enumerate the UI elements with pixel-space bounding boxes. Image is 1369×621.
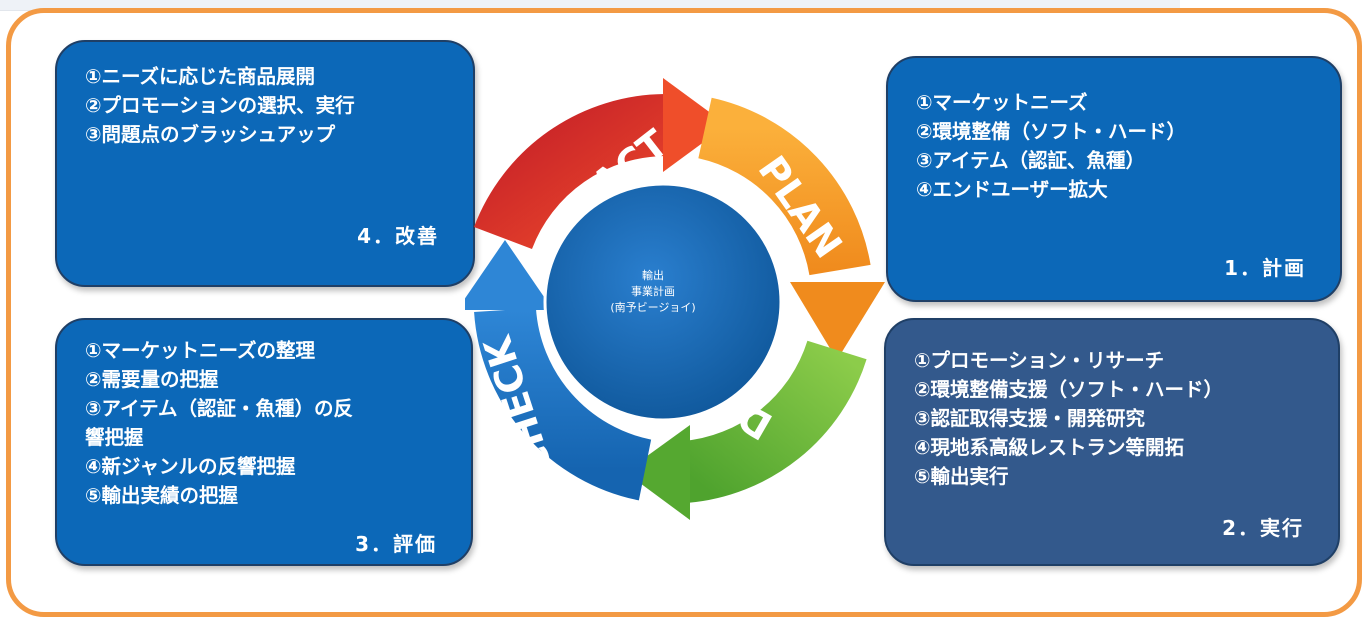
evaluate-item-3: ③アイテム（認証・魚種）の反 [85,397,354,420]
execute-item-3: ③認証取得支援・開発研究 [914,407,1146,430]
do-arrowhead [625,425,690,520]
execute-items: ①プロモーション・リサーチ ②環境整備支援（ソフト・ハード） ③認証取得支援・開… [914,346,1223,491]
center-line-2: 事業計画 [631,285,675,298]
plan-arrowhead [790,282,885,360]
act-arrowhead [663,78,727,172]
check-arrowhead [465,240,553,310]
plan-item-3: ③アイテム（認証、魚種） [916,149,1146,172]
plan-item-4: ④エンドユーザー拡大 [916,178,1108,201]
evaluate-item-1: ①マーケットニーズの整理 [85,339,316,362]
execute-item-1: ①プロモーション・リサーチ [914,349,1165,372]
evaluate-item-2: ②需要量の把握 [85,368,219,391]
plan-items: ①マーケットニーズ ②環境整備（ソフト・ハード） ③アイテム（認証、魚種） ④エ… [916,88,1186,204]
execute-box: ①プロモーション・リサーチ ②環境整備支援（ソフト・ハード） ③認証取得支援・開… [884,318,1340,566]
evaluate-item-4: ④新ジャンルの反響把握 [85,455,296,478]
execute-label: 2．実行 [1222,516,1304,540]
evaluate-label: 3．評価 [355,532,437,556]
center-label: 輸出 事業計画 (南予ビージョイ) [578,268,728,316]
improve-label: 4．改善 [357,224,439,248]
pdca-cycle: ACT PLAN DO CHECK [465,78,885,520]
center-line-1: 輸出 [642,269,664,282]
evaluate-items: ①マーケットニーズの整理 ②需要量の把握 ③アイテム（認証・魚種）の反 響把握 … [85,336,353,510]
plan-box: ①マーケットニーズ ②環境整備（ソフト・ハード） ③アイテム（認証、魚種） ④エ… [886,56,1342,302]
improve-item-3: ③問題点のブラッシュアップ [85,123,336,146]
plan-item-2: ②環境整備（ソフト・ハード） [916,120,1187,143]
center-circle [543,182,783,422]
evaluate-item-5: ⑤輸出実績の把握 [85,484,239,507]
plan-label: 1．計画 [1224,256,1306,280]
plan-arrow [697,97,871,276]
improve-item-1: ①ニーズに応じた商品展開 [85,65,316,88]
act-arrow [474,94,667,250]
execute-item-2: ②環境整備支援（ソフト・ハード） [914,378,1224,401]
do-arrow [681,339,867,503]
improve-item-2: ②プロモーションの選択、実行 [85,94,355,117]
improve-items: ①ニーズに応じた商品展開 ②プロモーションの選択、実行 ③問題点のブラッシュアッ… [85,62,355,149]
evaluate-box: ①マーケットニーズの整理 ②需要量の把握 ③アイテム（認証・魚種）の反 響把握 … [55,318,473,566]
improve-box: ①ニーズに応じた商品展開 ②プロモーションの選択、実行 ③問題点のブラッシュアッ… [55,40,475,287]
center-line-3: (南予ビージョイ) [610,301,696,314]
execute-item-4: ④現地系高級レストラン等開拓 [914,436,1185,459]
execute-item-5: ⑤輸出実行 [914,465,1009,488]
evaluate-item-3-cont: 響把握 [85,426,144,449]
check-arrow [474,307,652,501]
plan-item-1: ①マーケットニーズ [916,91,1088,114]
